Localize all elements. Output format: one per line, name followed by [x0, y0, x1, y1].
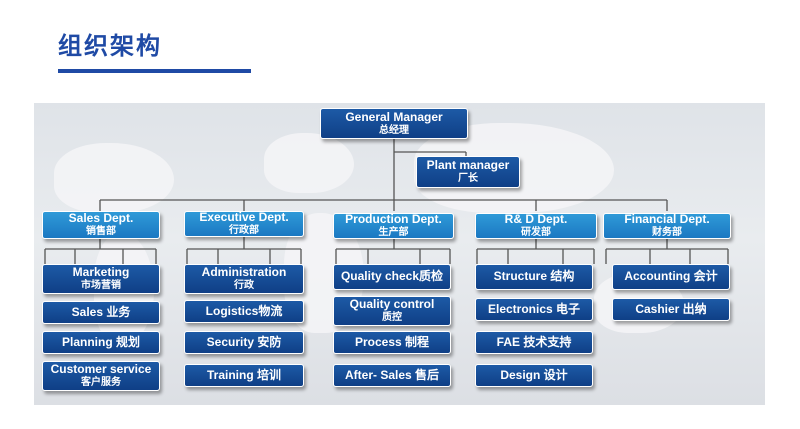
unit-label-en: After- Sales 售后: [344, 367, 440, 382]
unit-quality-check: Quality check质检: [333, 264, 451, 290]
unit-administration: Administration 行政: [184, 264, 304, 294]
unit-label-zh: 质控: [382, 312, 402, 324]
unit-quality-control: Quality control 质控: [333, 296, 451, 326]
general-manager-box: General Manager 总经理: [320, 108, 468, 139]
unit-label-en: Customer service: [50, 362, 152, 377]
unit-label-en: Training 培训: [206, 367, 281, 382]
dept-financial: Financial Dept. 财务部: [603, 213, 731, 239]
unit-label-en: Planning 规划: [61, 334, 140, 349]
plant-manager-box: Plant manager 厂长: [416, 156, 520, 188]
dept-production: Production Dept. 生产部: [333, 213, 454, 239]
unit-label-zh: 客户服务: [81, 377, 121, 389]
dept-executive-zh: 行政部: [229, 225, 259, 237]
unit-process: Process 制程: [333, 331, 451, 354]
dept-financial-en: Financial Dept.: [624, 213, 710, 227]
dept-executive-en: Executive Dept.: [199, 211, 289, 225]
unit-label-en: Cashier 出纳: [635, 301, 707, 316]
dept-sales-zh: 销售部: [86, 226, 116, 238]
general-manager-en: General Manager: [345, 109, 443, 124]
plant-manager-zh: 厂长: [458, 173, 478, 185]
unit-training: Training 培训: [184, 364, 304, 387]
unit-cashier: Cashier 出纳: [612, 298, 730, 321]
general-manager-zh: 总经理: [379, 124, 409, 136]
dept-rd: R& D Dept. 研发部: [475, 213, 597, 239]
unit-fae: FAE 技术支持: [475, 331, 593, 354]
unit-planning: Planning 规划: [42, 331, 160, 354]
dept-sales: Sales Dept. 销售部: [42, 211, 160, 239]
unit-structure: Structure 结构: [475, 264, 593, 290]
dept-sales-en: Sales Dept.: [68, 211, 134, 226]
unit-label-en: Logistics物流: [205, 303, 283, 318]
unit-sales: Sales 业务: [42, 301, 160, 324]
unit-label-en: Sales 业务: [71, 304, 131, 319]
dept-production-zh: 生产部: [378, 227, 409, 239]
title-underline: [58, 69, 251, 73]
dept-rd-en: R& D Dept.: [504, 213, 568, 227]
unit-marketing: Marketing 市场营销: [42, 264, 160, 294]
unit-security: Security 安防: [184, 331, 304, 354]
unit-label-zh: 行政: [234, 280, 254, 292]
unit-label-en: Process 制程: [354, 334, 430, 349]
dept-rd-zh: 研发部: [521, 227, 551, 239]
unit-label-en: Administration: [201, 265, 287, 280]
world-map-background: [34, 103, 765, 405]
unit-label-en: Accounting 会计: [624, 269, 718, 284]
unit-logistics: Logistics物流: [184, 300, 304, 323]
unit-label-en: Structure 结构: [493, 269, 575, 284]
unit-design: Design 设计: [475, 364, 593, 387]
unit-label-en: FAE 技术支持: [496, 334, 572, 349]
unit-accounting: Accounting 会计: [612, 264, 730, 290]
unit-label-zh: 市场营销: [81, 280, 121, 292]
dept-production-en: Production Dept.: [345, 213, 442, 227]
dept-financial-zh: 财务部: [652, 227, 682, 239]
unit-label-en: Quality control: [349, 297, 435, 312]
unit-label-en: Security 安防: [206, 334, 282, 349]
dept-executive: Executive Dept. 行政部: [184, 211, 304, 237]
unit-customer-service: Customer service 客户服务: [42, 361, 160, 391]
unit-label-en: Design 设计: [500, 367, 568, 382]
unit-electronics: Electronics 电子: [475, 298, 593, 321]
unit-label-en: Quality check质检: [340, 269, 444, 284]
plant-manager-en: Plant manager: [426, 158, 510, 173]
page-title: 组织架构: [58, 33, 162, 60]
unit-label-en: Electronics 电子: [487, 301, 581, 316]
unit-label-en: Marketing: [72, 265, 130, 280]
unit-after-sales: After- Sales 售后: [333, 364, 451, 387]
